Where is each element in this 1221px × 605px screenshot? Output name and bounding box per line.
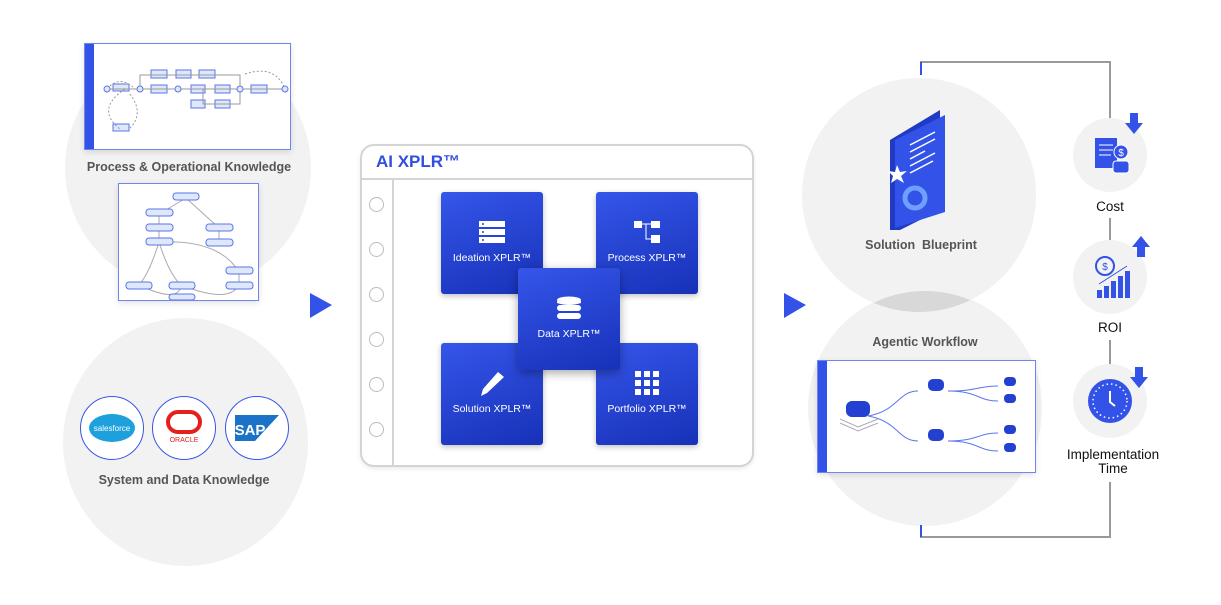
svg-text:SAP: SAP bbox=[235, 422, 266, 439]
tile-label: Data XPLR™ bbox=[537, 328, 601, 340]
arrow-up-icon bbox=[1132, 236, 1150, 257]
invoice-coins-icon: $ bbox=[1095, 138, 1130, 174]
svg-text:$: $ bbox=[1118, 148, 1124, 159]
agent-workflow-diagram bbox=[839, 377, 1016, 452]
agentic-workflow-screenshot bbox=[817, 360, 1036, 473]
tile-data-xplr[interactable]: Data XPLR™ bbox=[518, 268, 620, 370]
arrow-right-icon bbox=[310, 293, 332, 318]
arrow-down-icon bbox=[1130, 367, 1148, 388]
process-flow-diagram bbox=[103, 69, 289, 132]
sidebar bbox=[818, 361, 827, 472]
panel-title: AI XPLR™ bbox=[376, 152, 461, 171]
implementation-time-circle bbox=[1073, 364, 1147, 438]
oracle-logo: ORACLE bbox=[152, 396, 216, 460]
process-knowledge-label: Process & Operational Knowledge bbox=[86, 160, 292, 174]
blueprint-document-icon bbox=[888, 110, 945, 230]
panel-divider bbox=[392, 180, 394, 465]
tile-label: Solution XPLR™ bbox=[452, 403, 532, 415]
binder-ring bbox=[369, 287, 384, 302]
arrow-right-icon bbox=[784, 293, 806, 318]
binder-ring bbox=[369, 197, 384, 212]
metric-label-roi: ROI bbox=[1097, 320, 1123, 335]
workflow-label: Agentic Workflow bbox=[872, 335, 978, 349]
arrow-down-icon bbox=[1125, 113, 1143, 134]
tile-label: Process XPLR™ bbox=[607, 252, 687, 264]
process-tree-screenshot bbox=[118, 183, 259, 301]
svg-text:$: $ bbox=[1102, 262, 1108, 273]
grid-icon bbox=[635, 371, 659, 395]
salesforce-logo: salesforce bbox=[80, 396, 144, 460]
process-flow-screenshot bbox=[84, 43, 291, 150]
roi-circle: $ bbox=[1073, 240, 1147, 314]
pencil-icon bbox=[481, 372, 504, 396]
binder-ring bbox=[369, 332, 384, 347]
system-knowledge-label: System and Data Knowledge bbox=[98, 473, 270, 487]
binder-ring bbox=[369, 422, 384, 437]
server-list-icon bbox=[479, 221, 505, 243]
binder-ring bbox=[369, 377, 384, 392]
panel-header: AI XPLR™ bbox=[362, 146, 752, 180]
tile-label: Portfolio XPLR™ bbox=[607, 403, 687, 415]
svg-text:ORACLE: ORACLE bbox=[170, 437, 199, 444]
sidebar bbox=[85, 44, 94, 149]
metric-label-cost: Cost bbox=[1096, 199, 1124, 214]
metric-label-implementation-time: Implementation Time bbox=[1066, 447, 1160, 476]
binder-ring bbox=[369, 242, 384, 257]
svg-text:salesforce: salesforce bbox=[94, 424, 131, 433]
process-tree-diagram bbox=[125, 192, 254, 300]
database-icon bbox=[557, 296, 581, 319]
hierarchy-icon bbox=[634, 221, 660, 243]
blueprint-label: Solution Blueprint bbox=[865, 238, 977, 252]
roi-growth-icon: $ bbox=[1095, 256, 1130, 298]
clock-icon bbox=[1088, 379, 1132, 423]
sap-logo: SAP bbox=[225, 396, 289, 460]
tile-label: Ideation XPLR™ bbox=[452, 252, 532, 264]
